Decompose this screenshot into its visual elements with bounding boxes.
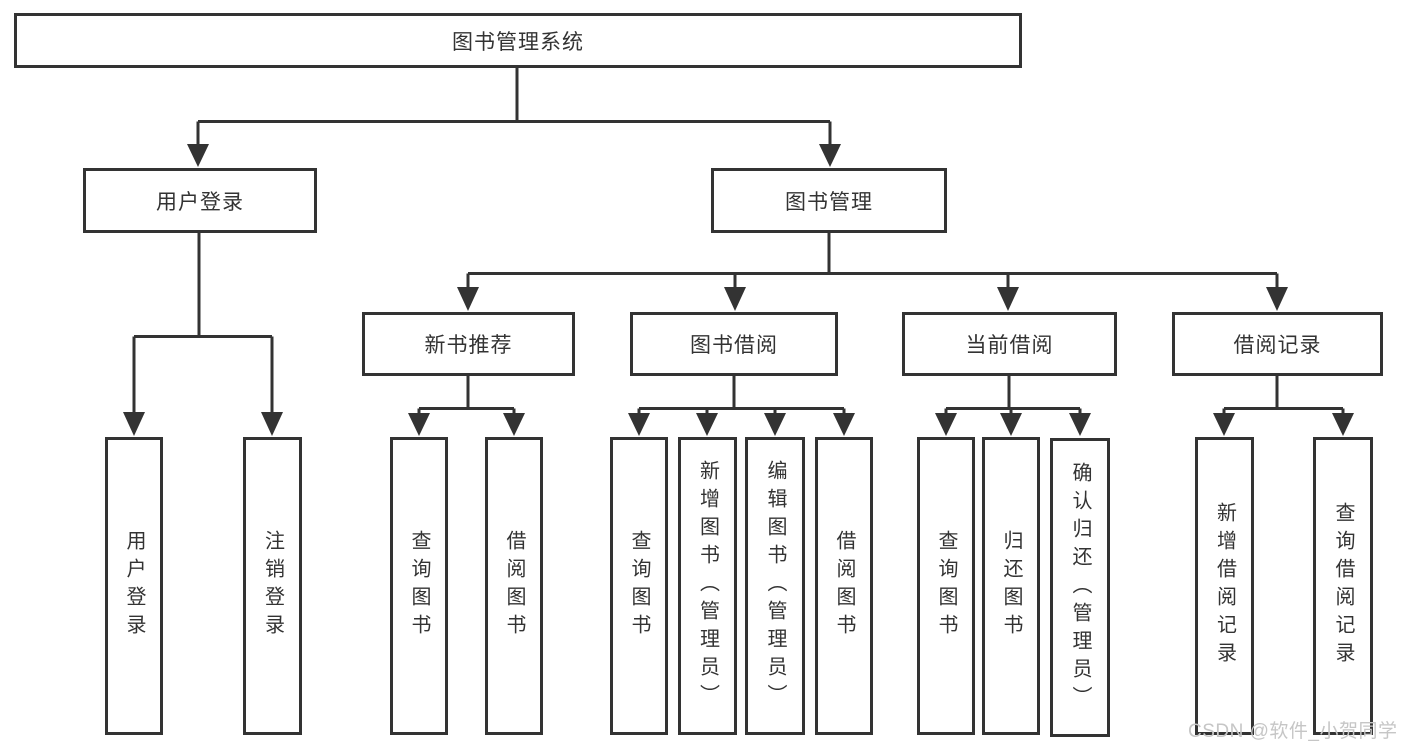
node-new-book-recommend: 新书推荐 [362,312,575,376]
leaf-current-query-books: 查询图书 [917,437,975,735]
watermark-text: CSDN @软件_小贺同学 [1188,721,1398,742]
leaf-borrow-books-label: 借阅图书 [833,530,855,642]
leaf-edit-books-admin-label: 编辑图书（管理员） [764,460,786,712]
node-book-management-label: 图书管理 [785,190,873,214]
leaf-recommend-borrow-books: 借阅图书 [485,437,543,735]
node-user-login: 用户登录 [83,168,317,233]
node-current-borrow: 当前借阅 [902,312,1117,376]
leaf-edit-books-admin: 编辑图书（管理员） [745,437,805,735]
leaf-user-login-label: 用户登录 [123,530,145,642]
node-book-borrow-label: 图书借阅 [690,334,778,357]
node-book-borrow: 图书借阅 [630,312,838,376]
leaf-logout-label: 注销登录 [261,530,284,642]
leaf-add-borrow-record: 新增借阅记录 [1195,437,1254,735]
leaf-add-books-admin: 新增图书（管理员） [678,437,737,735]
node-borrow-records-label: 借阅记录 [1233,334,1322,357]
leaf-query-borrow-record-label: 查询借阅记录 [1332,502,1354,670]
leaf-borrow-query-books: 查询图书 [610,437,668,735]
leaf-return-books: 归还图书 [982,437,1040,735]
leaf-add-borrow-record-label: 新增借阅记录 [1213,502,1236,670]
leaf-user-login: 用户登录 [105,437,163,735]
node-book-management: 图书管理 [711,168,947,233]
node-library-system: 图书管理系统 [14,13,1022,68]
node-new-book-recommend-label: 新书推荐 [424,334,513,357]
node-current-borrow-label: 当前借阅 [965,334,1054,357]
leaf-logout: 注销登录 [243,437,302,735]
leaf-confirm-return-admin: 确认归还（管理员） [1050,438,1110,737]
leaf-recommend-query-books: 查询图书 [390,437,448,735]
leaf-query-borrow-record: 查询借阅记录 [1313,437,1373,735]
arrowhead-book-management [819,144,841,167]
leaf-recommend-borrow-books-label: 借阅图书 [503,530,525,642]
leaf-recommend-query-books-label: 查询图书 [408,530,430,642]
node-user-login-label: 用户登录 [156,190,244,214]
leaf-borrow-books: 借阅图书 [815,437,873,735]
leaf-add-books-admin-label: 新增图书（管理员） [696,460,719,712]
arrowhead-user-login [187,144,209,167]
node-borrow-records: 借阅记录 [1172,312,1383,376]
leaf-current-query-books-label: 查询图书 [935,530,957,642]
node-library-system-label: 图书管理系统 [452,30,584,54]
leaf-return-books-label: 归还图书 [1000,530,1022,642]
leaf-confirm-return-admin-label: 确认归还（管理员） [1069,461,1091,714]
leaf-borrow-query-books-label: 查询图书 [628,530,650,642]
